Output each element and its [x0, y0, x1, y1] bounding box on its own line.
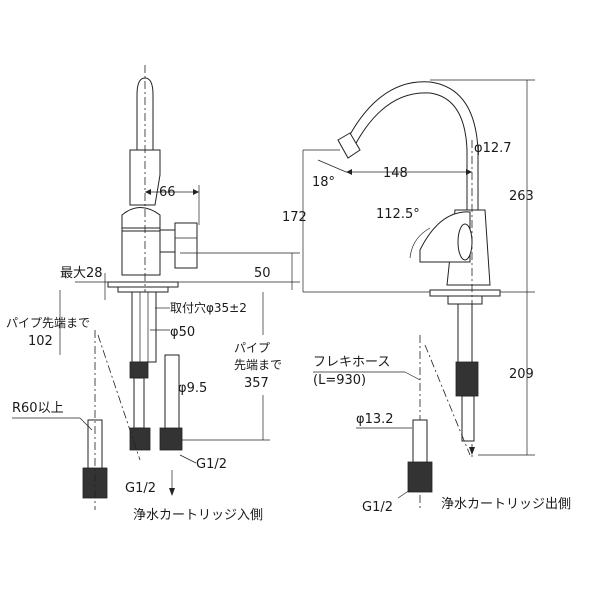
pipe-right — [164, 354, 180, 436]
handle-knob — [174, 222, 198, 269]
flex-hose-label: フレキホース — [313, 355, 390, 370]
dim-phi9-5: φ9.5 — [178, 381, 207, 396]
dim-phi12-7: φ12.7 — [474, 141, 512, 156]
spout-tip — [337, 132, 361, 159]
flex-hose-path — [424, 344, 471, 456]
front-shank — [457, 303, 473, 365]
flex-hose-length: (L=930) — [313, 373, 366, 388]
body-band — [121, 227, 161, 232]
pipe-center — [133, 377, 145, 429]
angle-18: 18° — [312, 175, 335, 190]
pipe-tip-357-value: 357 — [244, 376, 269, 391]
bend-radius: R60以上 — [12, 401, 64, 416]
pipe-tip-102-value: 102 — [28, 334, 53, 349]
angle-112-5: 112.5° — [376, 207, 420, 222]
thread-g12-front: G1/2 — [362, 500, 393, 515]
shank — [131, 291, 157, 363]
nut-center — [129, 427, 151, 451]
pipe-tip-102-line1: パイプ先端まで — [6, 316, 90, 330]
thread-g12-bottom: G1/2 — [125, 481, 156, 496]
front-connector — [455, 361, 479, 397]
dim-50: 50 — [254, 266, 271, 281]
flex-nut — [407, 461, 433, 493]
dim-209: 209 — [509, 367, 534, 382]
dim-max28: 最大28 — [60, 266, 103, 281]
faucet-body — [121, 207, 161, 276]
base-plate-lower — [117, 286, 169, 293]
dim-263: 263 — [509, 189, 534, 204]
mount-hole: 取付穴φ35±2 — [170, 300, 247, 315]
dim-phi50: φ50 — [170, 325, 195, 340]
front-base-plate — [429, 289, 501, 297]
pipe-tip-357-line1: パイプ — [234, 341, 270, 355]
gooseneck-outer — [346, 81, 479, 210]
dim-66: 66 — [159, 185, 176, 200]
side-view: 66 最大28 50 取付穴φ35±2 φ50 パイプ先端まで 102 パイプ … — [6, 65, 300, 523]
front-view: φ12.7 148 18° 172 112.5° 263 209 フレキホース … — [282, 79, 571, 515]
flex-pipe — [412, 419, 428, 466]
thread-g12-right: G1/2 — [196, 457, 227, 472]
gooseneck-inner — [354, 92, 468, 210]
dim-172: 172 — [282, 210, 307, 225]
front-base-lower — [447, 295, 483, 305]
dim-phi13-2: φ13.2 — [356, 412, 394, 427]
hose-path — [97, 334, 141, 461]
handle-knob-front — [457, 223, 473, 261]
connector-a — [129, 361, 149, 379]
inlet-label: 浄水カートリッジ入側 — [133, 508, 263, 523]
dim-148: 148 — [383, 166, 408, 181]
front-pipe — [461, 395, 475, 442]
pipe-tip-357-line2: 先端まで — [234, 358, 282, 372]
outlet-label: 浄水カートリッジ出側 — [441, 497, 571, 512]
nut-right — [159, 427, 183, 451]
base-plate — [107, 281, 179, 288]
